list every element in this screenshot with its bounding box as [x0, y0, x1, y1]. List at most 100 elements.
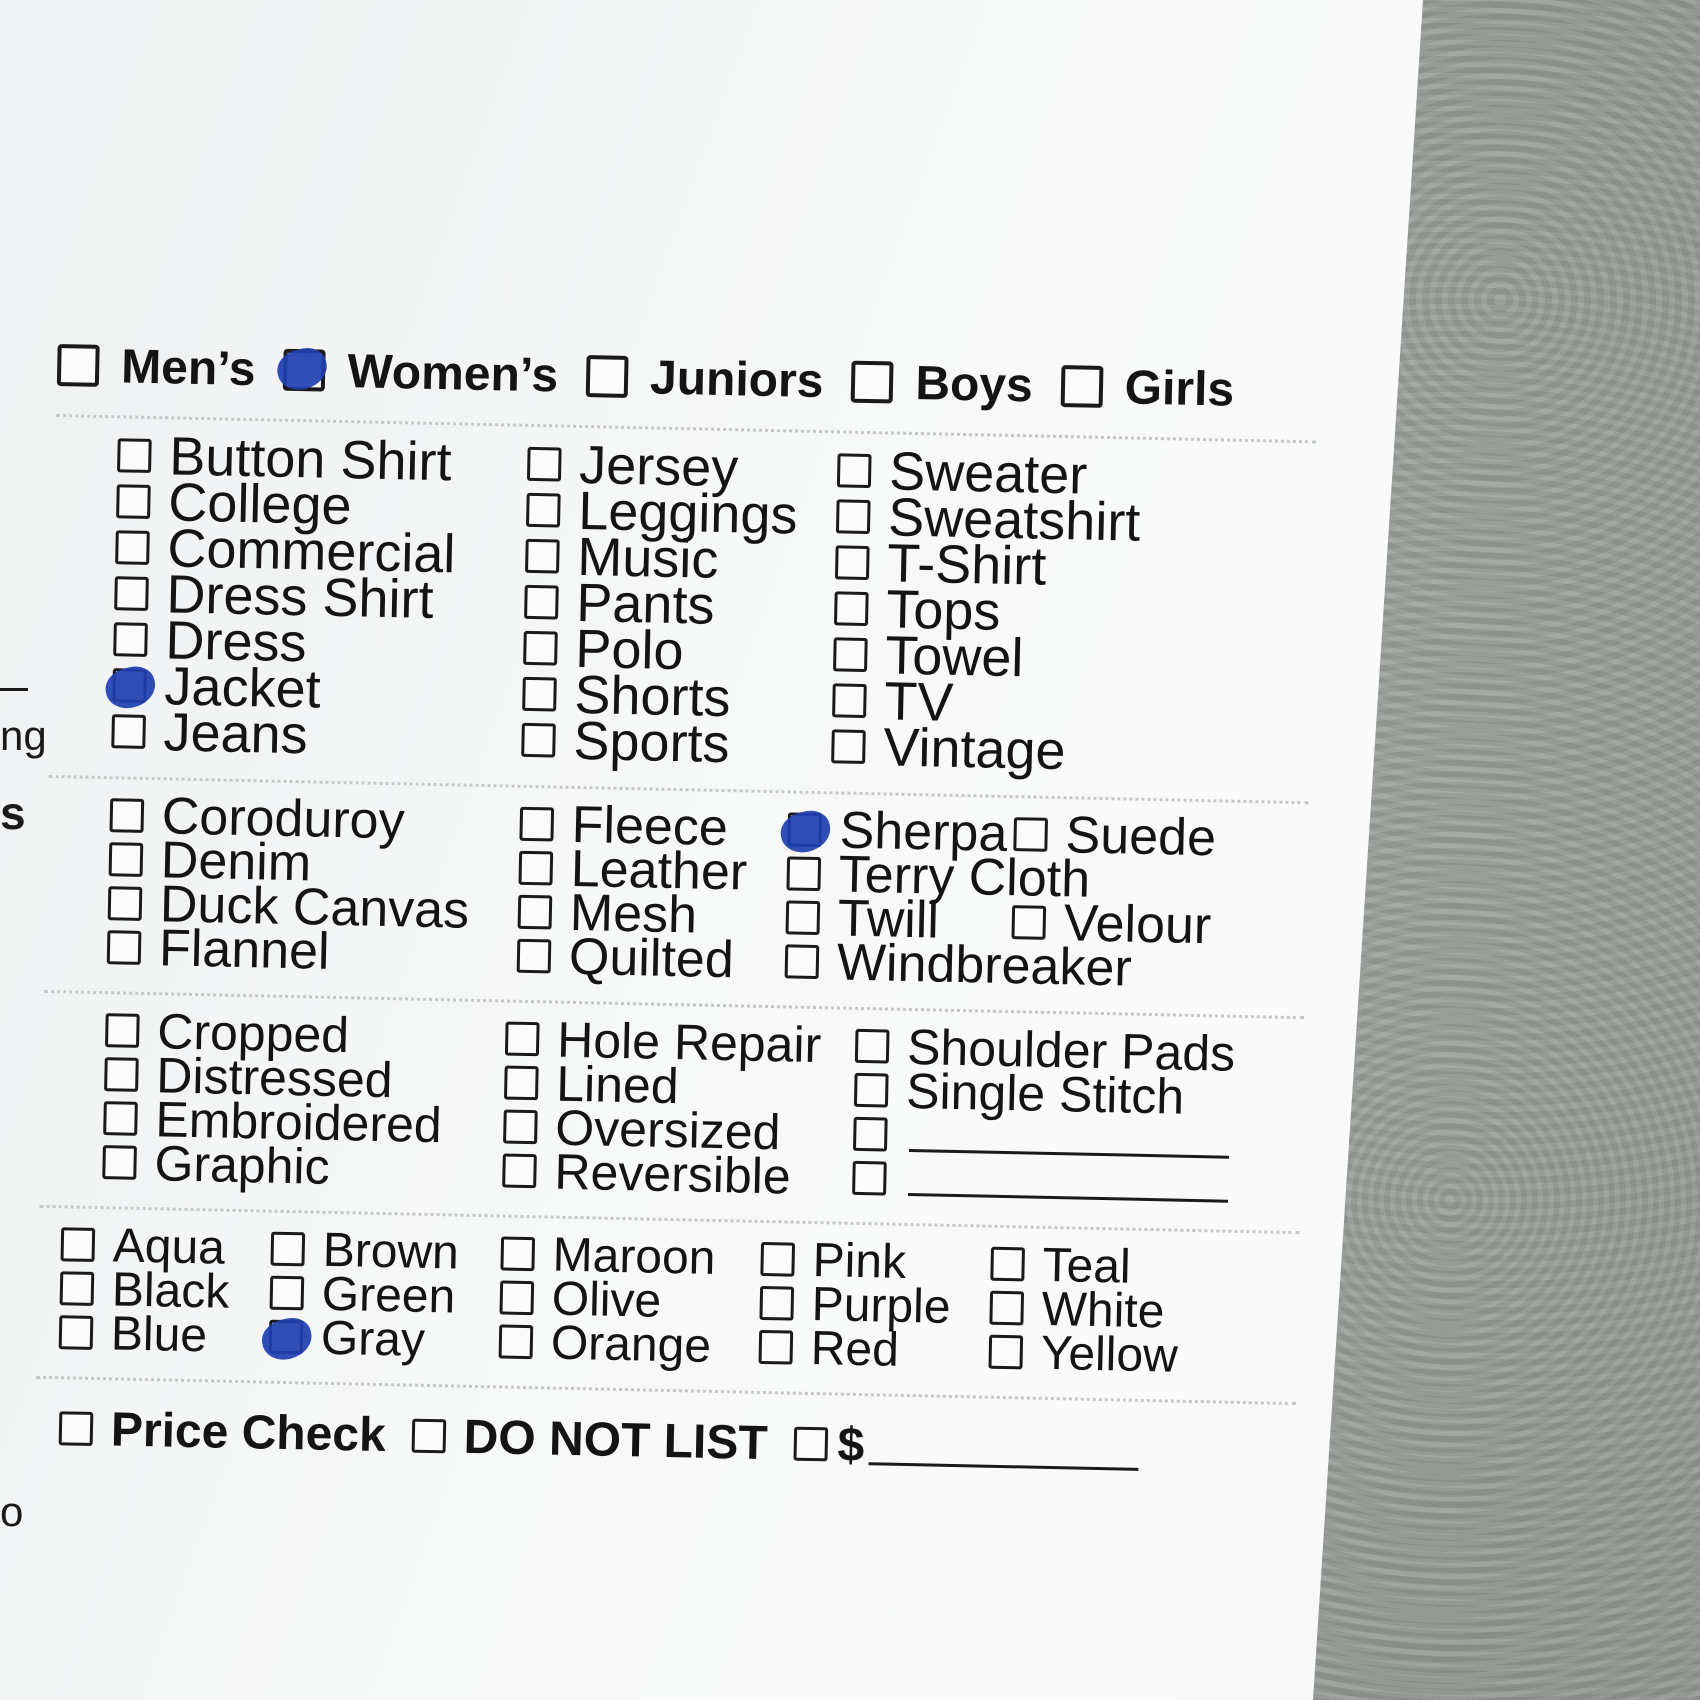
option-juniors[interactable]: Juniors [585, 349, 824, 409]
checkbox-flannel[interactable] [106, 930, 142, 965]
checkbox-mesh[interactable] [517, 894, 553, 930]
price-check-checkbox[interactable] [58, 1411, 94, 1446]
checkbox-tv[interactable] [832, 683, 867, 719]
checkbox-gray[interactable] [268, 1319, 304, 1355]
checkbox-maroon[interactable] [500, 1236, 536, 1272]
option-men-s[interactable]: Men’s [56, 337, 257, 396]
write-in-line[interactable] [908, 1162, 1229, 1203]
checkbox-terry-cloth[interactable] [786, 856, 822, 892]
checkbox-oversized[interactable] [503, 1109, 538, 1145]
checkbox-single-stitch[interactable] [853, 1072, 889, 1108]
edge-fragment-o: o [0, 1488, 24, 1535]
option-reversible[interactable]: Reversible [502, 1144, 853, 1205]
checkbox-olive[interactable] [499, 1280, 535, 1316]
checkbox-aqua[interactable] [60, 1227, 96, 1262]
checkbox-blue[interactable] [58, 1315, 94, 1350]
checkbox-juniors[interactable] [585, 355, 629, 398]
checkbox-windbreaker[interactable] [784, 944, 820, 980]
checkbox-distressed[interactable] [104, 1057, 139, 1092]
option-jeans[interactable]: Jeans [111, 702, 522, 765]
option-women-s[interactable]: Women’s [283, 342, 559, 403]
checkbox-twill[interactable] [785, 900, 821, 936]
checkbox-men-s[interactable] [56, 343, 100, 387]
option-flannel[interactable]: Flannel [106, 919, 518, 981]
option-boys[interactable]: Boys [850, 354, 1033, 413]
checkbox-button-shirt[interactable] [117, 438, 152, 473]
checkbox-sweatshirt[interactable] [835, 499, 871, 535]
price-entry-line[interactable] [867, 1425, 1139, 1471]
checkbox-jeans[interactable] [111, 714, 146, 749]
do-not-list-checkbox[interactable] [411, 1418, 447, 1454]
option-windbreaker[interactable]: Windbreaker [784, 933, 1132, 998]
checkbox-sweater[interactable] [836, 453, 872, 489]
checkbox-lined[interactable] [503, 1065, 539, 1101]
checkbox-white[interactable] [989, 1290, 1025, 1326]
checkbox-quilted[interactable] [516, 938, 552, 974]
checkbox-black[interactable] [59, 1271, 95, 1306]
checkbox-girls[interactable] [1060, 365, 1104, 408]
checkbox-red[interactable] [758, 1329, 794, 1365]
price-entry-checkbox[interactable] [793, 1426, 828, 1462]
option-orange[interactable]: Orange [498, 1316, 759, 1372]
checkbox-teal[interactable] [990, 1246, 1025, 1282]
label-men-s: Men’s [120, 339, 257, 396]
checkbox-brown[interactable] [270, 1231, 306, 1267]
checkbox-hole-repair[interactable] [504, 1021, 540, 1057]
checkbox-leggings[interactable] [525, 492, 561, 528]
checkbox-women-s[interactable] [283, 348, 326, 392]
checkbox-leather[interactable] [518, 850, 554, 886]
checkbox-boys[interactable] [850, 360, 894, 404]
checkbox-tops[interactable] [833, 591, 869, 627]
checkbox-polo[interactable] [523, 630, 558, 666]
checkbox-shorts[interactable] [522, 676, 557, 712]
checkbox-jersey[interactable] [526, 446, 562, 482]
checkbox-pants[interactable] [524, 584, 559, 620]
checkbox-towel[interactable] [833, 637, 868, 673]
checkbox-reversible[interactable] [502, 1153, 537, 1189]
option-yellow[interactable]: Yellow [988, 1326, 1209, 1382]
checkbox-denim[interactable] [108, 842, 144, 877]
checkbox-orange[interactable] [498, 1324, 534, 1360]
option-graphic[interactable]: Graphic [102, 1135, 503, 1195]
checkbox-dress-shirt[interactable] [114, 576, 149, 611]
option-red[interactable]: Red [758, 1321, 989, 1376]
option-blank[interactable] [852, 1156, 1253, 1208]
price-check-option[interactable]: Price Check [58, 1401, 386, 1463]
checkbox-vintage[interactable] [831, 729, 866, 764]
checkbox-velour[interactable] [1011, 905, 1047, 940]
checkbox-suede[interactable] [1013, 817, 1049, 852]
checkbox-blank[interactable] [852, 1160, 887, 1196]
checkbox-t-shirt[interactable] [834, 545, 870, 581]
checkbox-duck-canvas[interactable] [107, 886, 143, 921]
checkbox-yellow[interactable] [988, 1334, 1024, 1370]
do-not-list-option[interactable]: DO NOT LIST [411, 1408, 768, 1470]
checkbox-green[interactable] [269, 1275, 305, 1311]
checkbox-graphic[interactable] [102, 1145, 137, 1180]
checkbox-sherpa[interactable] [787, 812, 823, 848]
checkbox-commercial[interactable] [115, 530, 150, 565]
checkbox-pink[interactable] [760, 1241, 796, 1277]
checkbox-music[interactable] [525, 538, 560, 574]
checkbox-sports[interactable] [521, 722, 556, 758]
checkbox-coroduroy[interactable] [109, 798, 145, 833]
checkbox-fleece[interactable] [519, 806, 555, 842]
checkbox-college[interactable] [116, 484, 151, 519]
checkbox-shoulder-pads[interactable] [854, 1028, 890, 1064]
option-gray[interactable]: Gray [268, 1311, 500, 1366]
option-suede[interactable]: Suede [1013, 806, 1217, 867]
checkbox-dress[interactable] [113, 622, 148, 657]
option-sports[interactable]: Sports [521, 711, 832, 774]
checkbox-embroidered[interactable] [103, 1101, 138, 1136]
checkbox-blank[interactable] [852, 1116, 888, 1152]
price-entry-option[interactable]: $ [793, 1416, 1139, 1478]
option-quilted[interactable]: Quilted [516, 928, 786, 989]
checkbox-cropped[interactable] [104, 1013, 140, 1048]
option-blue[interactable]: Blue [58, 1307, 270, 1362]
checkbox-jacket[interactable] [112, 668, 147, 703]
write-in-line[interactable] [908, 1118, 1230, 1159]
option-vintage[interactable]: Vintage [831, 717, 1212, 781]
checkbox-purple[interactable] [759, 1285, 795, 1321]
option-girls[interactable]: Girls [1060, 359, 1235, 418]
option-velour[interactable]: Velour [1011, 894, 1212, 955]
